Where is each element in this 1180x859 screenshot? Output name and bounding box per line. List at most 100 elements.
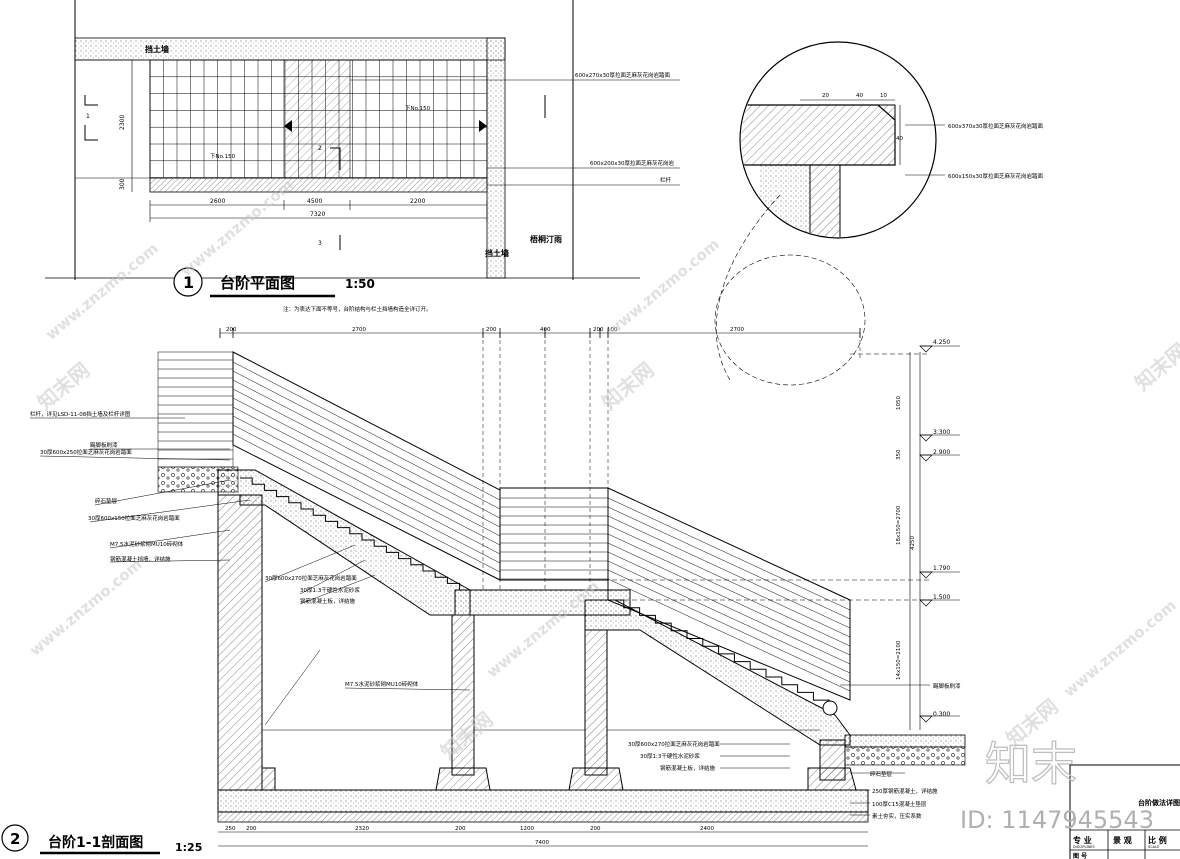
detail-reference-circle (714, 254, 866, 386)
section-right-label: 钢筋混凝土板，详结施 (660, 764, 716, 772)
section-elevation: 4.250 (933, 339, 950, 346)
plan-section-mark: 1 (86, 113, 90, 120)
section-v-dim: 18x150=2700 (896, 505, 902, 545)
section-elevation: 0.300 (933, 711, 950, 718)
drafting-line (232, 379, 501, 519)
section-left-label: 30厚600x250拉面芝麻灰花岗岩踏面 (40, 448, 132, 456)
section-top-dim: 200 (593, 327, 604, 333)
plan-dim: 2200 (410, 198, 425, 205)
drafting-line (232, 361, 501, 501)
section-elevation: 1.790 (933, 565, 950, 572)
section-title-circle (1, 824, 29, 852)
section-bottom-dim: 200 (455, 826, 466, 832)
drafting-line (607, 506, 851, 620)
section-scale: 1:25 (175, 841, 202, 854)
section-right-label: 250厚钢筋混凝土，详结施 (872, 787, 938, 795)
section-railing-lower (607, 487, 851, 701)
plan-section-mark: 3 (318, 240, 322, 247)
title-block-partial: 图 号 (1073, 852, 1087, 859)
plan-dim-v: 2300 (119, 115, 126, 130)
plan-retaining-wall-right (486, 37, 506, 279)
title-block-label: 专 业 (1073, 835, 1092, 845)
section-elevation: 1.500 (933, 594, 950, 601)
detail-view: 20 40 10 40 600x370x30厚拉面芝麻灰花岗岩踏面 600x15… (714, 41, 1044, 386)
section-v-dim: 4250 (910, 536, 916, 550)
watermark-site: www.znzmo.com (42, 239, 162, 343)
title-block-name: 台阶做法详图 (1138, 798, 1180, 807)
detail-label: 600x150x30厚拉面芝麻灰花岗岩踏面 (948, 172, 1044, 180)
section-nosing (822, 700, 838, 716)
detail-dim: 10 (880, 93, 887, 99)
section-mid-label: M7.5水泥砂浆砌MU10砖砌体 (345, 680, 419, 688)
plan-dim-total: 7320 (310, 211, 325, 218)
plan-wall-label: 挡土墙 (485, 248, 509, 258)
section-base-cushion (217, 811, 869, 823)
drafting-line (607, 560, 851, 674)
section-left-label: 30厚600x150拉面芝麻灰花岗岩踏面 (88, 514, 180, 522)
drafting-line (232, 370, 501, 510)
section-top-dim: 200 (486, 327, 497, 333)
plan-dim-v: 300 (119, 178, 126, 190)
section-bottom-dim: 200 (246, 826, 257, 832)
drafting-line (607, 524, 851, 638)
watermark-id: ID: 1147945543 (960, 806, 1154, 834)
drafting-line (607, 569, 851, 683)
drafting-line (232, 388, 501, 528)
section-title-no: 2 (10, 830, 20, 848)
section-top-dim: 2700 (730, 327, 744, 333)
plan-tree-label: 梧桐汀雨 (530, 234, 562, 244)
elevation-marker (919, 571, 933, 579)
section-top-dim: 100 (607, 327, 618, 333)
drafting-line (232, 406, 501, 546)
drafting-line (232, 397, 501, 537)
section-retaining-wall (217, 494, 263, 791)
section-right-label: 30厚600x270拉面芝麻灰花岗岩踏面 (628, 740, 720, 748)
section-right-label: 碎石垫层 (870, 770, 893, 778)
section-bottom-dim: 1200 (520, 826, 534, 832)
plan-landing (283, 59, 351, 179)
detail-label: 600x370x30厚拉面芝麻灰花岗岩踏面 (948, 122, 1044, 130)
section-right-label: 100厚C15混凝土垫层 (872, 800, 927, 808)
watermark-brand: 知末网 (597, 358, 658, 415)
section-title: 台阶1-1剖面图 (48, 834, 143, 851)
section-gravel-right (844, 746, 966, 766)
plan-callout: 栏杆 (660, 176, 672, 184)
drafting-line (232, 424, 501, 564)
section-steps-upper (240, 477, 461, 590)
watermark-brand: 知末网 (1130, 338, 1180, 395)
section-mid-label: 30厚600x270拉面芝麻灰花岗岩踏面 (265, 574, 357, 582)
watermark-site: www.znzmo.com (1060, 596, 1180, 700)
section-base-slab (217, 789, 869, 813)
detail-dim: 40 (856, 93, 863, 99)
elevation-marker (919, 345, 933, 353)
section-mid-label: 钢筋混凝土板，详结施 (300, 597, 356, 605)
plan-callout: 600x200x30厚拉面芝麻灰花岗岩 (590, 159, 675, 167)
plan-note: 注：为表达下面不等号，台阶结构与栏土挡墙构造全详订开。 (283, 305, 432, 313)
drafting-line (607, 551, 851, 665)
title-block-sublabel: DISCIPLINES (1073, 845, 1095, 849)
section-left-label: M7.5水泥砂浆砌MU10砖砌体 (110, 540, 184, 548)
section-view: 200 2700 200 400 200 100 2700 (1, 327, 966, 855)
section-left-label: 踢脚板刷漆 (90, 441, 118, 449)
section-top-dim: 200 (226, 327, 237, 333)
section-left-label: 栏杆，详见LSD-11-08挡土墙及栏杆详图 (30, 410, 131, 418)
section-bottom-dim: 2400 (700, 826, 714, 832)
plan-title: 台阶平面图 (220, 274, 295, 292)
title-block: 台阶做法详图 专 业 景 观 比 例 DISCIPLINES SCALE 图 号 (1069, 764, 1180, 859)
plan-title-circle (173, 267, 203, 297)
drafting-line (607, 533, 851, 647)
section-bottom-dim: 200 (590, 826, 601, 832)
watermark-site: www.znzmo.com (603, 235, 723, 339)
section-bottom-dim: 250 (225, 826, 236, 832)
drafting-line (607, 542, 851, 656)
plan-edge-band (149, 177, 488, 193)
section-column (584, 629, 608, 776)
title-block-label: 比 例 (1148, 835, 1167, 845)
plan-wall-label: 挡土墙 (145, 44, 169, 54)
plan-retaining-wall-top (74, 37, 506, 61)
section-v-dim: 350 (896, 449, 902, 460)
section-right-label: 踢脚板刷漆 (933, 682, 961, 690)
plan-dim: 4500 (307, 198, 322, 205)
plan-scale: 1:50 (345, 277, 375, 291)
section-left-label: 碎石垫层 (95, 497, 118, 505)
